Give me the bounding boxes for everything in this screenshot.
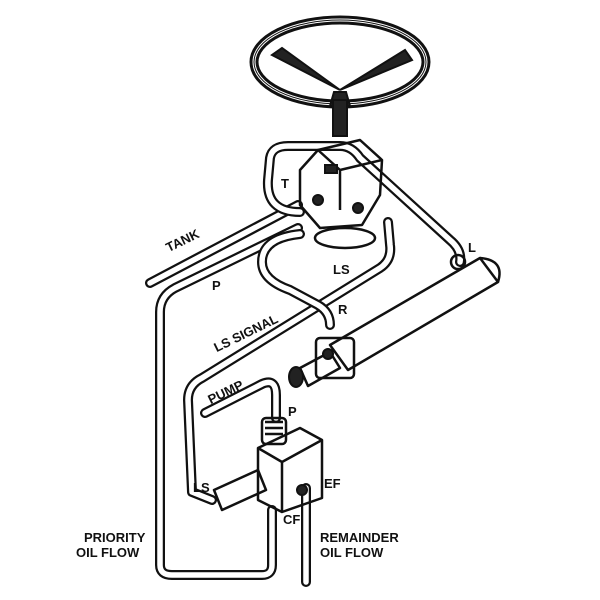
steering-port-t-label: T [281,176,289,191]
cylinder-mount [314,336,356,380]
cylinder-l-label: L [468,240,476,255]
valve-p-label: P [288,404,297,419]
cylinder-r-port [322,348,334,360]
cylinder-rod-end [288,366,304,388]
valve-p-fitting-threads [265,420,283,436]
pressure-p-label: P [212,278,221,293]
steering-ls-port [352,202,364,214]
wheel-spoke-right [339,48,414,91]
ef-label: EF [324,476,341,491]
priority-valve [212,416,324,514]
steering-unit-edges [317,149,383,210]
steering-column [332,99,348,137]
cylinder-r-label: R [338,302,348,317]
steering-unit-base [313,226,377,250]
cylinder-rod [298,350,342,388]
steering-ls-label: LS [333,262,350,277]
remainder-flow-label-line2: OIL FLOW [320,545,384,560]
priority-flow-label-line2: OIL FLOW [76,545,140,560]
steering-unit-fitting [324,164,338,174]
cylinder-end-cap [479,256,501,283]
priority-valve-body [256,426,324,514]
cylinder-l-port [449,253,467,271]
steering-cylinder [288,253,501,388]
steering-unit [298,138,384,250]
valve-ls-label: LS [193,480,210,495]
priority-flow-label-line1: PRIORITY [84,530,146,545]
steering-wheel [249,15,431,137]
priority-valve-edges [257,438,323,512]
steering-unit-body [298,138,384,230]
wheel-spoke-left [270,46,341,91]
cf-label: CF [283,512,301,527]
valve-ef-port [296,484,308,496]
remainder-flow-label-line1: REMAINDER [320,530,399,545]
steering-t-port [312,194,324,206]
valve-ls-spring-housing [212,468,268,512]
valve-p-fitting [260,416,288,446]
